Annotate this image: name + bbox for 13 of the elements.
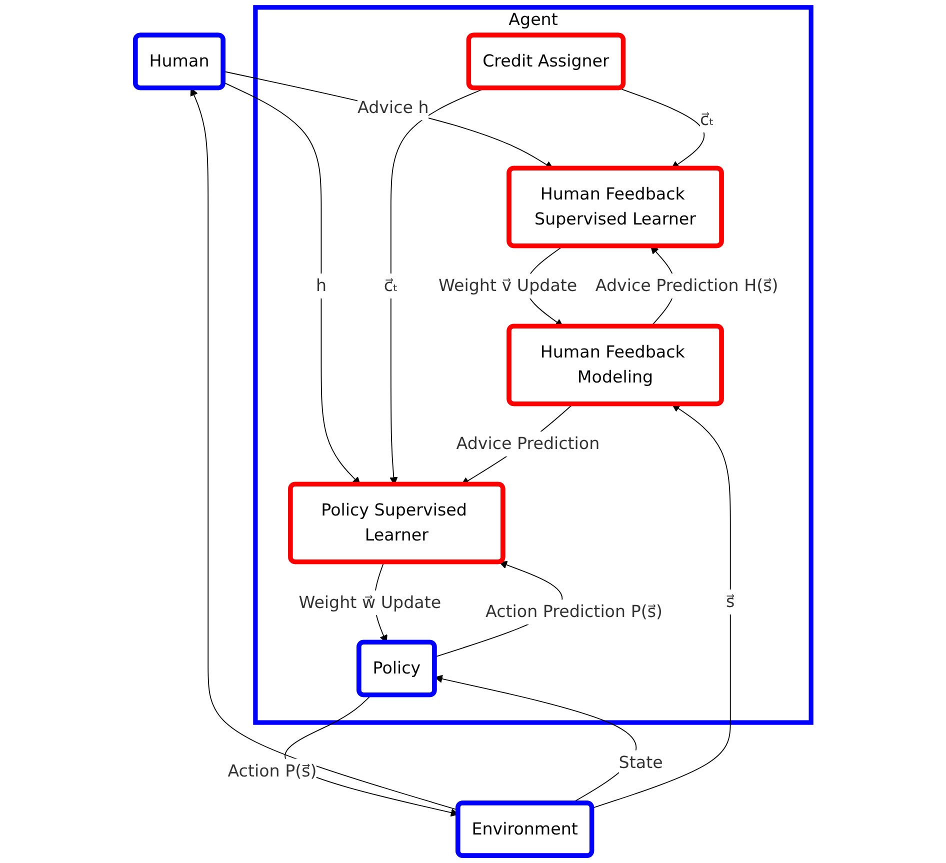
edge-label: c⃗ₜ: [700, 110, 714, 130]
edge-label: Weight v⃗ Update: [438, 276, 577, 296]
edge-label: s⃗: [726, 592, 734, 612]
edge-label: Weight w⃗ Update: [298, 593, 441, 612]
edge-label: h: [316, 276, 326, 296]
edge-label: Action Prediction P(s⃗): [485, 602, 662, 622]
edge-label: c⃗ₜ: [384, 276, 398, 296]
edge-label: Advice Prediction: [456, 434, 600, 454]
arrow: [592, 404, 731, 809]
edge-label: Advice h: [357, 98, 429, 118]
edge-label: Advice Prediction H(s⃗): [595, 276, 778, 296]
edge-label: State: [618, 753, 663, 772]
edge-label: Action P(s⃗): [227, 761, 317, 781]
